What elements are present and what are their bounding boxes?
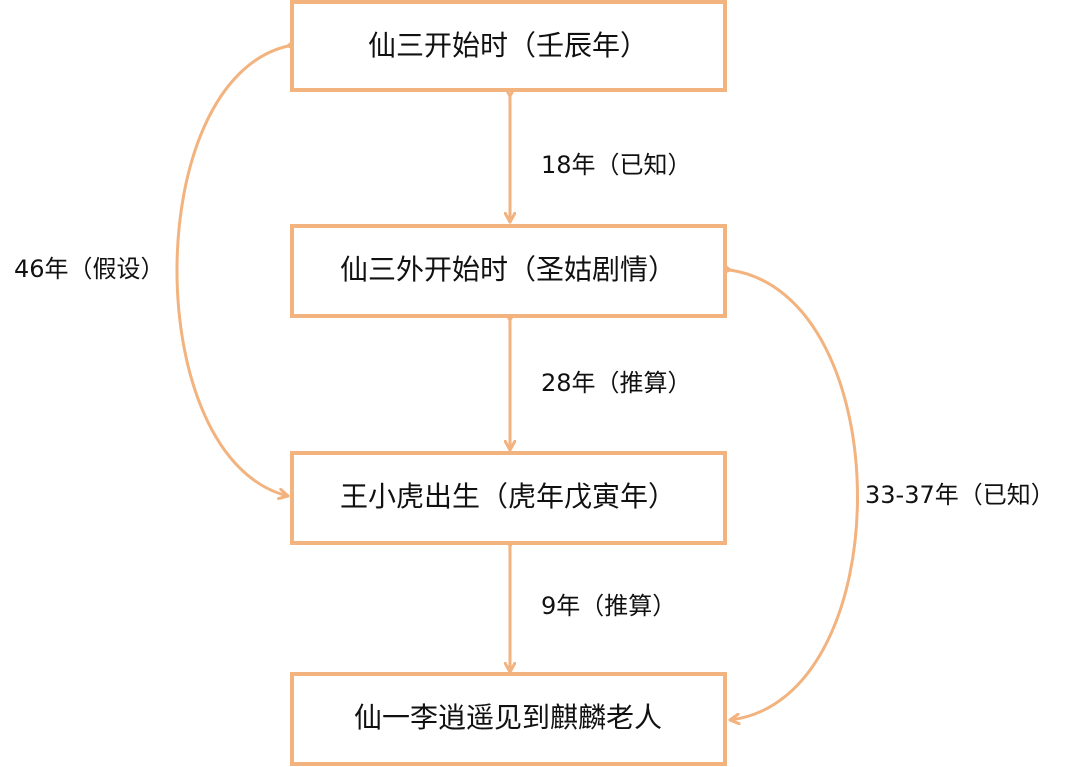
timeline-node-1: 仙三开始时（壬辰年）	[290, 0, 727, 92]
node-label: 仙一李逍遥见到麒麟老人	[354, 701, 662, 734]
edge-label-33-37-years: 33-37年（已知）	[865, 481, 1055, 509]
edge-label-18-years: 18年（已知）	[541, 151, 692, 179]
edge-labels: 18年（已知） 28年（推算） 9年（推算） 46年（假设） 33-37年（已知…	[14, 151, 1055, 620]
timeline-node-4: 仙一李逍遥见到麒麟老人	[290, 672, 727, 766]
node-label: 仙三外开始时（圣姑剧情）	[340, 253, 676, 286]
timeline-node-3: 王小虎出生（虎年戊寅年）	[290, 451, 727, 545]
connectors	[175, 46, 859, 720]
node-box	[290, 0, 727, 92]
node-box	[290, 224, 727, 318]
connector-right-arc	[730, 270, 859, 720]
node-box	[290, 451, 727, 545]
node-box	[290, 672, 727, 766]
edge-label-28-years: 28年（推算）	[541, 369, 692, 397]
timeline-node-2: 仙三外开始时（圣姑剧情）	[290, 224, 727, 318]
connector-left-arc	[175, 46, 288, 496]
edge-label-9-years: 9年（推算）	[541, 592, 676, 620]
edge-label-46-years: 46年（假设）	[14, 255, 165, 283]
node-label: 仙三开始时（壬辰年）	[368, 29, 648, 62]
node-label: 王小虎出生（虎年戊寅年）	[340, 480, 676, 513]
